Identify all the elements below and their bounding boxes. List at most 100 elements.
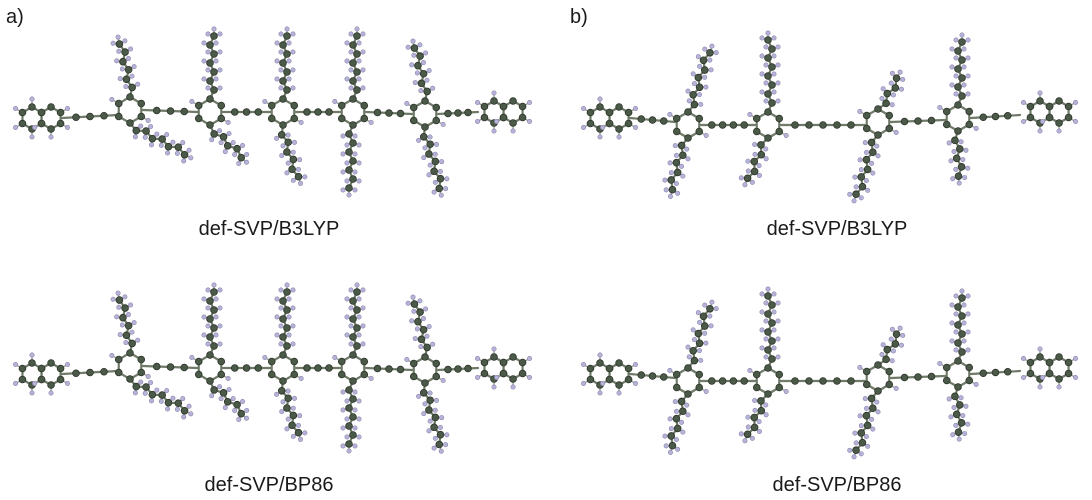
carbon-atom	[18, 364, 27, 373]
hydrogen-atom	[225, 120, 231, 126]
hydrogen-atom	[340, 133, 346, 139]
hydrogen-atom	[852, 174, 858, 180]
hydrogen-atom	[863, 178, 869, 184]
carbon-atom	[509, 97, 517, 105]
hydrogen-atom	[775, 98, 781, 104]
carbon-atom	[345, 440, 353, 448]
hydrogen-atom	[965, 165, 971, 171]
carbon-atom	[1064, 369, 1073, 378]
carbon-atom	[126, 119, 134, 127]
carbon-atom	[882, 355, 890, 364]
hydrogen-atom	[702, 46, 708, 52]
carbon-atom	[142, 383, 150, 391]
carbon-atom	[648, 116, 657, 124]
carbon-atom	[942, 363, 951, 372]
hydrogen-atom	[290, 405, 296, 411]
hydrogen-atom	[411, 308, 417, 314]
carbon-atom	[706, 305, 714, 313]
hydrogen-atom	[404, 101, 410, 107]
carbon-atom	[775, 370, 784, 379]
hydrogen-atom	[965, 293, 971, 299]
carbon-atom	[764, 292, 772, 300]
hydrogen-atom	[759, 345, 765, 351]
hydrogen-atom	[853, 184, 859, 190]
carbon-atom	[768, 63, 776, 71]
hydrogen-atom	[340, 187, 346, 193]
carbon-atom	[605, 364, 614, 373]
hydrogen-atom	[122, 294, 128, 300]
hydrogen-atom	[1021, 355, 1027, 361]
carbon-atom	[114, 112, 123, 121]
hydrogen-atom	[890, 348, 896, 354]
carbon-atom	[965, 363, 974, 372]
hydrogen-atom	[410, 294, 416, 300]
carbon-atom	[596, 103, 604, 111]
carbon-atom	[353, 68, 361, 76]
carbon-atom	[421, 97, 429, 105]
hydrogen-atom	[951, 404, 957, 410]
hydrogen-atom	[667, 449, 673, 455]
hydrogen-atom	[285, 416, 291, 422]
hydrogen-atom	[1037, 90, 1043, 96]
hydrogen-atom	[423, 50, 429, 56]
carbon-atom	[421, 353, 429, 361]
hydrogen-atom	[201, 76, 207, 82]
hydrogen-atom	[412, 80, 418, 86]
hydrogen-atom	[180, 396, 186, 402]
carbon-atom	[47, 125, 55, 133]
carbon-atom	[695, 383, 704, 392]
hydrogen-atom	[857, 413, 863, 419]
carbon-atom	[414, 61, 422, 70]
carbon-atom	[373, 108, 382, 117]
carbon-atom	[958, 330, 966, 338]
hydrogen-atom	[581, 361, 587, 367]
carbon-atom	[436, 430, 445, 439]
carbon-atom	[667, 176, 676, 184]
hydrogen-atom	[274, 391, 280, 397]
carbon-atom	[128, 83, 136, 92]
carbon-atom	[436, 174, 445, 183]
hydrogen-atom	[680, 173, 686, 179]
hydrogen-atom	[154, 131, 160, 137]
carbon-atom	[219, 133, 228, 141]
hydrogen-atom	[527, 119, 533, 125]
hydrogen-atom	[763, 336, 769, 342]
carbon-atom	[230, 108, 239, 116]
carbon-atom	[764, 90, 772, 98]
carbon-atom	[952, 410, 961, 419]
carbon-atom	[499, 369, 508, 378]
carbon-atom	[353, 324, 361, 332]
carbon-atom	[166, 363, 175, 371]
hydrogen-atom	[443, 186, 449, 192]
carbon-atom	[706, 49, 714, 57]
hydrogen-atom	[158, 142, 164, 148]
carbon-atom	[242, 108, 251, 116]
hydrogen-atom	[663, 443, 669, 449]
carbon-atom	[1064, 358, 1073, 367]
hydrogen-atom	[181, 158, 187, 164]
hydrogen-atom	[958, 139, 964, 145]
carbon-atom	[100, 111, 108, 120]
carbon-atom	[847, 121, 855, 129]
carbon-atom	[740, 377, 748, 385]
hydrogen-atom	[344, 434, 350, 440]
hydrogen-atom	[115, 34, 121, 40]
carbon-atom	[805, 377, 813, 385]
carbon-atom	[217, 357, 226, 366]
hydrogen-atom	[745, 424, 751, 430]
carbon-atom	[689, 346, 697, 355]
carbon-atom	[743, 430, 752, 439]
carbon-atom	[684, 108, 692, 116]
hydrogen-atom	[889, 326, 895, 332]
hydrogen-atom	[888, 80, 894, 86]
hydrogen-atom	[673, 437, 679, 443]
carbon-atom	[267, 357, 276, 366]
hydrogen-atom	[201, 296, 207, 302]
hydrogen-atom	[344, 416, 350, 422]
carbon-atom	[764, 390, 772, 398]
carbon-atom	[314, 364, 322, 372]
carbon-atom	[210, 130, 218, 138]
hydrogen-atom	[491, 384, 497, 390]
carbon-atom	[180, 363, 189, 372]
carbon-atom	[672, 127, 681, 136]
